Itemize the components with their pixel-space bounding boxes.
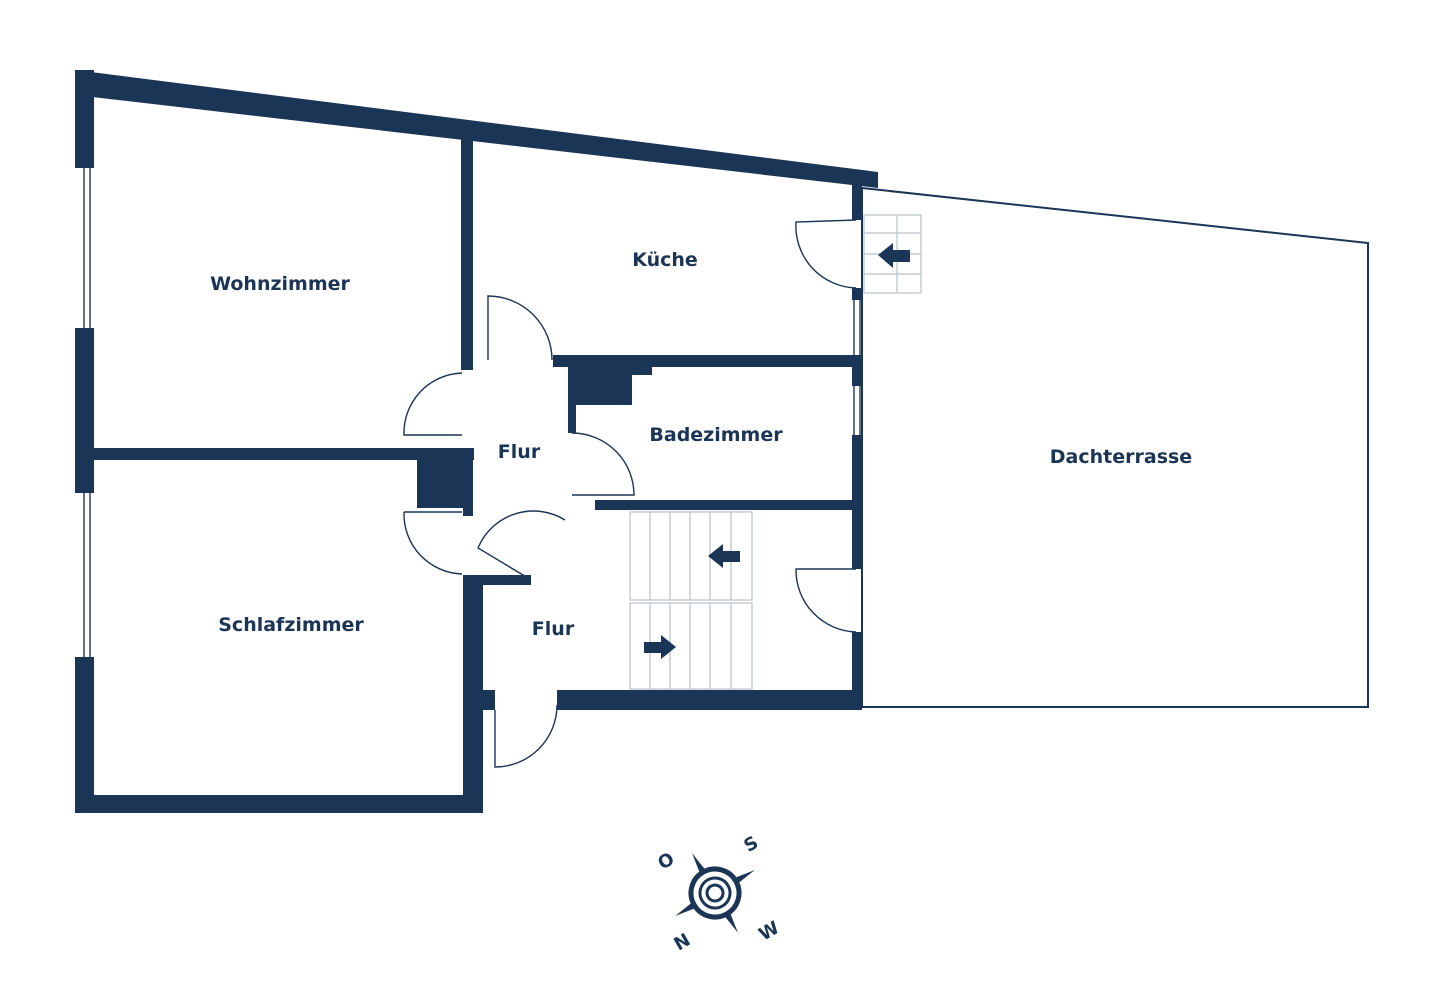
compass-rose-icon xyxy=(675,853,755,933)
outer-wall-bottom-right xyxy=(557,690,862,710)
chimney-bath-2 xyxy=(576,375,632,405)
label-flur-top: Flur xyxy=(498,441,541,463)
terrace-steps xyxy=(863,214,922,294)
door-flur-wohn[interactable] xyxy=(403,372,463,436)
wall-wohn-schlaf xyxy=(94,448,474,460)
stair-arrow-icon xyxy=(878,243,910,268)
compass-south: S xyxy=(740,832,762,857)
door-kueche-terrace[interactable] xyxy=(795,219,857,289)
wall-right-1 xyxy=(852,180,862,220)
door-flur-schlaf[interactable] xyxy=(403,511,463,575)
chimney-left xyxy=(417,458,473,508)
outer-wall-bottom-mid xyxy=(483,690,495,710)
label-wohnzimmer: Wohnzimmer xyxy=(210,273,350,295)
label-schlafzimmer: Schlafzimmer xyxy=(218,614,364,636)
wall-bad-left xyxy=(568,367,576,433)
wall-right-5 xyxy=(852,632,862,710)
door-flur-kueche[interactable] xyxy=(487,295,553,361)
outer-wall-top xyxy=(75,70,878,188)
outer-wall-left-3 xyxy=(75,657,94,812)
wall-wohn-kueche xyxy=(461,138,473,360)
stair-arrow-icon xyxy=(708,544,740,568)
door-flur-inner[interactable] xyxy=(477,510,566,579)
wall-right-2 xyxy=(852,288,862,300)
label-badezimmer: Badezimmer xyxy=(649,424,783,446)
wall-wohn-kueche-lower xyxy=(461,360,473,370)
door-stairs-terrace[interactable] xyxy=(795,568,857,633)
wall-schlaf-right xyxy=(463,585,483,813)
wall-bad-stairs xyxy=(595,500,862,510)
door-flur-bad[interactable] xyxy=(571,432,635,496)
compass-east: O xyxy=(654,849,678,875)
window-left-2 xyxy=(83,493,91,657)
wall-right-4 xyxy=(852,435,862,569)
chimney-bath xyxy=(568,355,652,375)
wall-flur-left-lower xyxy=(463,508,473,516)
label-dachterrasse: Dachterrasse xyxy=(1050,446,1192,468)
wall-right-3 xyxy=(852,362,862,386)
main-staircase xyxy=(629,511,753,690)
door-entrance[interactable] xyxy=(494,704,558,768)
window-right-2 xyxy=(853,386,861,435)
outer-wall-bottom-left xyxy=(75,795,483,813)
outer-wall-left-2 xyxy=(75,328,94,493)
wall-flur-bottom xyxy=(463,575,531,585)
compass-west: W xyxy=(755,917,783,945)
outer-wall-left-1 xyxy=(75,70,94,168)
window-right-1 xyxy=(853,300,861,362)
label-kueche: Küche xyxy=(632,249,698,271)
stair-arrow-icon xyxy=(644,635,676,659)
label-flur-bottom: Flur xyxy=(532,618,575,640)
window-left-1 xyxy=(83,168,91,328)
compass-north: N xyxy=(670,930,694,956)
